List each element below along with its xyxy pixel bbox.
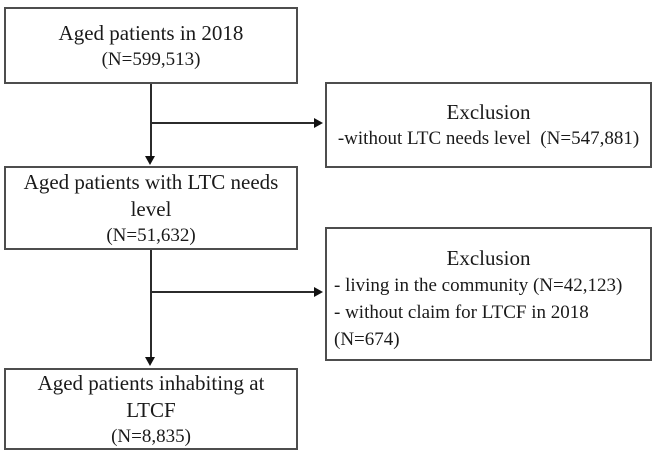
exclusion-item: - living in the community (N=42,123) bbox=[334, 275, 623, 296]
box-title-line2: LTCF bbox=[126, 397, 176, 422]
box-count: (N=51,632) bbox=[106, 224, 196, 246]
arrow-down-icon bbox=[145, 357, 155, 366]
arrow-right-icon bbox=[314, 287, 323, 297]
arrow-down-icon bbox=[145, 156, 155, 165]
exclusion-item: - without claim for LTCF in 2018 (N=674) bbox=[334, 302, 594, 350]
arrow-right-icon bbox=[314, 118, 323, 128]
connector-vertical-2 bbox=[150, 250, 152, 357]
box-title: Aged patients in 2018 bbox=[58, 20, 244, 45]
connector-horizontal-2 bbox=[150, 291, 316, 293]
exclusion-item: -without LTC needs level (N=547,881) bbox=[337, 128, 640, 149]
connector-horizontal-1 bbox=[150, 122, 316, 124]
exclusion-heading: Exclusion bbox=[446, 246, 531, 270]
exclusion-item-list: - living in the community (N=42,123) - w… bbox=[327, 272, 650, 353]
flow-box-ltc-needs-level: Aged patients with LTC needs level (N=51… bbox=[4, 166, 298, 250]
box-title: Aged patients inhabiting at bbox=[37, 370, 265, 395]
connector-vertical-1 bbox=[150, 84, 152, 156]
flow-box-exclusion-1: Exclusion -without LTC needs level (N=54… bbox=[325, 82, 652, 168]
box-count: (N=8,835) bbox=[111, 425, 191, 447]
flow-box-aged-patients-2018: Aged patients in 2018 (N=599,513) bbox=[4, 7, 298, 84]
flow-box-inhabiting-ltcf: Aged patients inhabiting at LTCF (N=8,83… bbox=[4, 368, 298, 450]
flow-box-exclusion-2: Exclusion - living in the community (N=4… bbox=[325, 227, 652, 361]
box-count: (N=599,513) bbox=[101, 48, 201, 70]
box-title-line2: level bbox=[130, 196, 172, 221]
exclusion-heading: Exclusion bbox=[446, 100, 531, 124]
box-title: Aged patients with LTC needs bbox=[23, 169, 279, 194]
